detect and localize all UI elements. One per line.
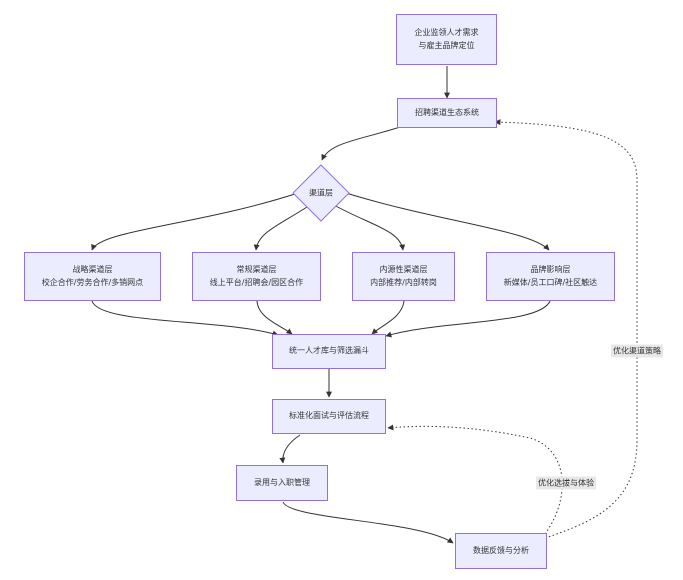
edge-channel-to-internal [333,204,406,251]
node-brand-influence-title: 品牌影响层 [530,265,571,275]
edge-onboarding-to-feedback [282,501,454,544]
node-strategic-channel: 战略渠道层 校企合作/劳务合作/多销网点 [24,252,161,301]
edge-regular-to-pool [256,300,293,335]
node-onboarding-label: 录用与入职管理 [254,477,310,487]
node-channel-layer-label: 渠道层 [309,188,333,198]
node-internal-channel: 内源性渠道层 内部推荐/内部转岗 [352,252,455,301]
node-onboarding: 录用与入职管理 [236,465,328,501]
node-internal-channel-title: 内源性渠道层 [379,265,428,275]
edge-label-optimize-selection: 优化选拔与体验 [536,476,596,490]
node-talent-pool: 统一人才库与筛选漏斗 [272,334,386,369]
node-strategic-channel-detail: 校企合作/劳务合作/多销网点 [41,277,144,287]
node-brand-influence-detail: 新媒体/员工口碑/社区触达 [503,277,598,287]
edge-interview-to-onboarding [279,434,301,464]
node-recruitment-ecosystem: 招聘渠道生态系统 [397,98,497,128]
edge-ecosystem-to-channel-layer [321,126,401,161]
node-internal-channel-detail: 内部推荐/内部转岗 [370,277,437,287]
node-recruitment-ecosystem-label: 招聘渠道生态系统 [415,107,479,117]
node-strategic-channel-title: 战略渠道层 [72,265,113,275]
edge-strategic-to-pool [91,300,279,337]
edge-channel-to-strategic [91,192,299,251]
node-talent-demand-line1: 企业监领人才需求 [414,28,479,38]
edge-internal-to-pool [371,300,405,335]
node-talent-demand-line2: 与雇主品牌定位 [418,40,475,50]
node-interview-process-label: 标准化面试与评估流程 [289,411,369,421]
edge-feedback-to-ecosystem [494,119,638,539]
node-regular-channel-detail: 线上平台/招聘会/园区合作 [209,277,304,287]
node-data-feedback-label: 数据反馈与分析 [473,545,529,555]
node-channel-layer [292,164,350,222]
node-regular-channel: 常规渠道层 线上平台/招聘会/园区合作 [192,252,321,301]
node-talent-demand: 企业监领人才需求 与雇主品牌定位 [396,14,497,65]
edge-brand-to-pool [385,300,551,338]
node-brand-influence: 品牌影响层 新媒体/员工口碑/社区触达 [486,252,615,301]
node-regular-channel-title: 常规渠道层 [236,265,277,275]
node-data-feedback: 数据反馈与分析 [455,533,547,569]
node-interview-process: 标准化面试与评估流程 [272,399,386,434]
edge-channel-to-brand [345,192,550,251]
edge-label-optimize-channel: 优化渠道策略 [611,344,663,358]
edge-channel-to-regular [253,204,311,251]
node-talent-pool-label: 统一人才库与筛选漏斗 [289,346,369,356]
